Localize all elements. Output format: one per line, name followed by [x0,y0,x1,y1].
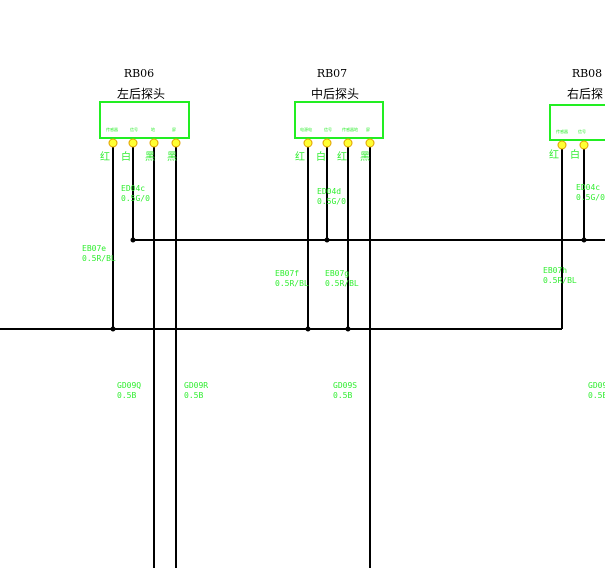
connector-name: 右后探 [567,86,603,101]
pin-color: 红 [100,150,110,163]
svg-text:ED04c: ED04c [121,184,145,193]
wire-label-gd09q: GD09Q 0.5B [117,381,141,400]
pin-terminal[interactable] [322,138,332,148]
pin-color: 红 [295,150,305,163]
connector-rb06[interactable]: RB06 左后探头 传感器 信号 地 屏 红 白 黑 黑 [99,67,190,568]
pin-terminal[interactable] [303,138,313,148]
junction-dot [345,326,351,332]
connector-body [294,101,384,139]
connector-body [549,104,605,141]
pin-color: 黑 [145,151,155,163]
svg-text:0.5R/BL: 0.5R/BL [82,254,116,263]
svg-text:0.5B: 0.5B [333,391,352,400]
svg-text:ED04c: ED04c [576,183,600,192]
pin-terminal[interactable] [365,138,375,148]
pin-color: 红 [549,148,559,161]
svg-text:EB07g: EB07g [325,269,349,278]
pin-name: 信号 [130,126,138,132]
svg-text:EB07f: EB07f [275,269,299,278]
svg-text:0.5B: 0.5B [588,391,605,400]
wire-label-eb07e: EB07e 0.5R/BL [82,244,116,263]
svg-text:0.5G/0: 0.5G/0 [317,197,346,206]
connector-rb07[interactable]: RB07 中后探头 电源电 信号 传感器地 屏 红 白 红 黑 [294,67,384,568]
connector-id: RB07 [317,67,347,80]
svg-text:0.5R/BL: 0.5R/BL [325,279,359,288]
svg-text:0.5G/0: 0.5G/0 [576,193,605,202]
pin-color: 白 [570,148,580,161]
junction-dot [130,237,136,243]
junction-dot [305,326,311,332]
junction-dot [581,237,587,243]
svg-text:0.5B: 0.5B [117,391,136,400]
pin-name: 信号 [324,126,332,132]
wire-label-ed04c: ED04c 0.5G/0 [121,184,150,203]
pin-color: 白 [121,150,131,163]
pin-color: 红 [337,150,347,163]
pin-name: 屏 [172,126,176,132]
pin-name: 传感器地 [342,126,358,132]
wire-label-gd09-right: GD09 0.5B [588,381,605,400]
connector-name: 中后探头 [311,86,359,101]
pin-name: 地 [151,126,155,132]
pin-name: 电源电 [300,126,312,132]
svg-text:ED04d: ED04d [317,187,341,196]
pin-name: 屏 [366,126,370,132]
wire-label-ed04d: ED04d 0.5G/0 [317,187,346,206]
svg-text:GD09Q: GD09Q [117,381,141,390]
pin-terminal[interactable] [128,138,138,148]
wire-label-ed04c-right: ED04c 0.5G/0 [576,183,605,202]
svg-text:0.5R/BL: 0.5R/BL [275,279,309,288]
wire-label-eb07g: EB07g 0.5R/BL [325,269,359,288]
junction-dot [110,326,116,332]
pin-name: 传感器 [556,128,568,134]
pin-terminal[interactable] [108,138,118,148]
pin-terminal[interactable] [149,138,159,148]
connector-id: RB06 [124,67,154,80]
svg-text:GD09R: GD09R [184,381,208,390]
wire-label-eb07f: EB07f 0.5R/BL [275,269,309,288]
wire-label-gd09r: GD09R 0.5B [184,381,208,400]
svg-text:GD09: GD09 [588,381,605,390]
wire-label-gd09s: GD09S 0.5B [333,381,357,400]
svg-text:GD09S: GD09S [333,381,357,390]
connector-body [99,101,190,139]
connector-rb08[interactable]: RB08 右后探 传感器 信号 红 白 [549,67,605,329]
svg-text:0.5R/BL: 0.5R/BL [543,276,577,285]
svg-text:EB07e: EB07e [82,244,106,253]
pin-color: 黑 [360,151,370,163]
connector-id: RB08 [572,67,602,80]
junction-dot [324,237,330,243]
connector-name: 左后探头 [117,86,165,101]
pin-name: 信号 [578,128,586,134]
svg-text:0.5B: 0.5B [184,391,203,400]
pin-color: 白 [316,150,326,163]
wire-label-eb07h: EB07h 0.5R/BL [543,266,577,285]
pin-terminal[interactable] [343,138,353,148]
pin-terminal[interactable] [171,138,181,148]
pin-name: 传感器 [106,126,118,132]
pin-terminal[interactable] [579,140,589,150]
pin-color: 黑 [167,151,177,163]
svg-text:EB07h: EB07h [543,266,567,275]
pin-terminal[interactable] [557,140,567,150]
svg-text:0.5G/0: 0.5G/0 [121,194,150,203]
